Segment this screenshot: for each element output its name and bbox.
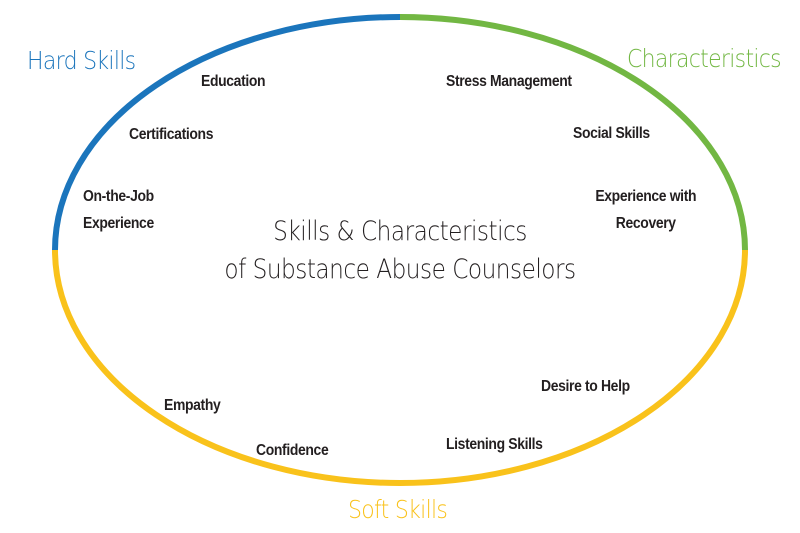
title-line-2: of Substance Abuse Counselors — [224, 254, 576, 285]
characteristics-label: Characteristics — [627, 44, 782, 73]
item-education: Education — [201, 73, 266, 90]
title-line-1: Skills & Characteristics — [273, 216, 527, 247]
diagram-title: Skills & Characteristics of Substance Ab… — [185, 213, 615, 289]
item-experience-with-line2: Recovery — [615, 215, 676, 232]
item-social-skills: Social Skills — [573, 125, 650, 142]
item-certifications: Certifications — [129, 126, 214, 143]
item-on-the-job-line1: On-the-Job — [83, 188, 154, 205]
hard-skills-arc — [52, 14, 401, 251]
item-confidence: Confidence — [256, 442, 329, 459]
item-desire-to-help: Desire to Help — [541, 378, 630, 395]
item-experience-with-line1: Experience with — [595, 188, 697, 205]
hard-skills-label: Hard Skills — [27, 46, 136, 75]
item-listening-skills: Listening Skills — [446, 436, 543, 453]
characteristics-arc — [399, 14, 748, 251]
item-on-the-job-experience: On-the-Job Experience — [83, 183, 154, 237]
item-experience-with-recovery: Experience with Recovery — [594, 183, 698, 237]
soft-skills-label: Soft Skills — [348, 495, 448, 524]
item-empathy: Empathy — [164, 397, 221, 414]
item-stress-management: Stress Management — [446, 73, 572, 90]
item-on-the-job-line2: Experience — [83, 215, 154, 232]
soft-skills-arc — [52, 249, 748, 486]
